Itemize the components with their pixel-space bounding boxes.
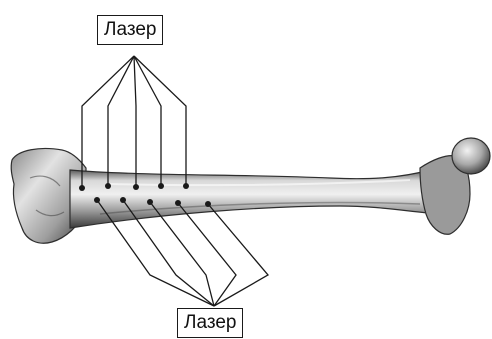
leader-line	[134, 56, 136, 187]
leader-line	[208, 204, 268, 306]
leader-line	[134, 56, 186, 186]
leader-line	[134, 56, 161, 186]
laser-label-bottom: Лазер	[177, 308, 243, 338]
laser-label-top: Лазер	[97, 15, 163, 45]
leader-line	[108, 56, 134, 186]
femoral-head	[452, 138, 490, 174]
leader-line	[178, 203, 236, 306]
top-leader-lines	[82, 56, 186, 188]
